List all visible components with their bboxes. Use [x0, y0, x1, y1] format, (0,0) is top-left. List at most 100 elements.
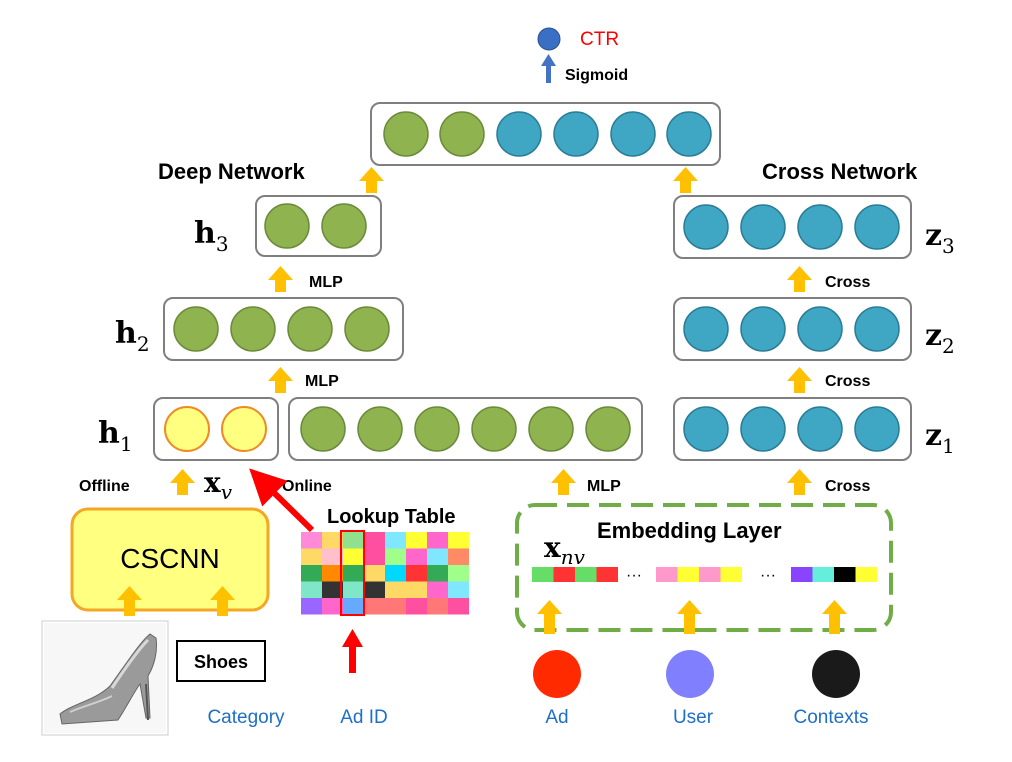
online-label: Online: [282, 478, 332, 495]
embedding-cell: [677, 567, 699, 582]
product-image: [41, 620, 169, 736]
cross-to-combined-arrow: [673, 167, 698, 193]
embedding-cell: [699, 567, 721, 582]
cross-arrow-z1-z2: [787, 367, 812, 393]
lookup-cell: [322, 532, 343, 549]
embedding-cell: [596, 567, 618, 582]
category-label: Category: [207, 707, 285, 728]
offline-label: Offline: [79, 478, 130, 495]
embedding-mlp-label: MLP: [587, 478, 621, 495]
h1-online-nodes: [300, 406, 631, 452]
lookup-cell: [406, 598, 427, 615]
embedding-cell: [812, 567, 834, 582]
ad-id-to-lookup-arrow: [342, 629, 363, 673]
deep-to-combined-arrow: [359, 167, 384, 193]
ad-id-label: Ad ID: [340, 707, 388, 728]
lookup-to-xv-arrow: [249, 468, 315, 533]
lookup-table-title: Lookup Table: [327, 506, 456, 528]
h1-label: h1: [98, 416, 133, 456]
cross-label-z1-z2: Cross: [825, 373, 870, 390]
mlp-label-h2-h3: MLP: [309, 274, 343, 291]
lookup-cell: [406, 548, 427, 565]
embedding-layer-title: Embedding Layer: [597, 518, 782, 543]
cscnn-box: [70, 507, 270, 612]
lookup-cell: [322, 548, 343, 565]
ellipsis-2: ···: [760, 567, 776, 584]
lookup-cell: [364, 565, 385, 582]
context-embedding-vector: [791, 567, 877, 582]
embedding-cell: [720, 567, 742, 582]
user-embedding-vector: [656, 567, 742, 582]
embedding-cell: [791, 567, 813, 582]
contexts-label: Contexts: [794, 707, 869, 728]
z1-layer-box: [673, 397, 912, 461]
ctr-label: CTR: [580, 29, 619, 50]
lookup-cell: [301, 598, 322, 615]
embedding-cross-label: Cross: [825, 478, 870, 495]
lookup-cell: [427, 565, 448, 582]
embedding-mlp-arrow: [551, 469, 576, 495]
lookup-cell: [322, 581, 343, 598]
embedding-cell: [553, 567, 575, 582]
shoe-icon: [59, 633, 157, 725]
cross-network-title: Cross Network: [762, 159, 918, 184]
lookup-table-grid: [301, 532, 469, 615]
lookup-selected-column: [340, 530, 365, 616]
ctr-node: [537, 27, 561, 51]
z3-label: z3: [925, 218, 955, 258]
embedding-cross-arrow: [787, 469, 812, 495]
z2-label: z2: [925, 318, 955, 358]
lookup-cell: [427, 548, 448, 565]
lookup-cell: [406, 565, 427, 582]
z1-label: z1: [925, 418, 955, 458]
lookup-cell: [448, 565, 469, 582]
embedding-cell: [656, 567, 678, 582]
h3-label: h3: [194, 216, 229, 256]
lookup-cell: [427, 581, 448, 598]
h2-nodes: [173, 306, 390, 352]
lookup-cell: [448, 598, 469, 615]
lookup-cell: [322, 565, 343, 582]
lookup-cell: [343, 548, 364, 565]
lookup-cell: [385, 598, 406, 615]
xnv-label: xnv: [544, 531, 586, 569]
image-to-cscnn-arrow: [117, 586, 142, 616]
embedding-cell: [575, 567, 597, 582]
embedding-layer-box: [515, 503, 893, 632]
z2-layer-box: [673, 297, 912, 361]
lookup-cell: [301, 548, 322, 565]
h1-visual-nodes: [164, 406, 267, 452]
user-label: User: [673, 707, 714, 728]
embedding-cell: [532, 567, 554, 582]
lookup-cell: [406, 532, 427, 549]
embedding-cell: [855, 567, 877, 582]
lookup-cell: [385, 565, 406, 582]
cscnn-label: CSCNN: [120, 543, 220, 574]
h2-label: h2: [115, 316, 150, 356]
lookup-cell: [448, 548, 469, 565]
lookup-cell: [364, 532, 385, 549]
h3-nodes: [264, 203, 367, 249]
contexts-to-embedding-arrow: [822, 600, 847, 634]
contexts-feature-node: [812, 650, 860, 698]
xv-label: xv: [204, 466, 233, 504]
sigmoid-label: Sigmoid: [565, 67, 628, 84]
lookup-cell: [385, 532, 406, 549]
z3-nodes: [683, 204, 900, 250]
ellipsis-1: ···: [626, 567, 642, 584]
z3-layer-box: [673, 195, 912, 259]
h2-layer-box: [163, 297, 404, 361]
lookup-cell: [385, 581, 406, 598]
cross-label-z2-z3: Cross: [825, 274, 870, 291]
lookup-cell: [301, 565, 322, 582]
mlp-arrow-h1-h2: [268, 367, 293, 393]
z1-nodes: [683, 406, 900, 452]
deep-network-title: Deep Network: [158, 159, 305, 184]
shoes-category-box: [176, 640, 266, 682]
lookup-cell: [343, 532, 364, 549]
user-to-embedding-arrow: [677, 600, 702, 634]
lookup-cell: [364, 581, 385, 598]
ad-embedding-vector: [532, 567, 618, 582]
embedding-cell: [834, 567, 856, 582]
